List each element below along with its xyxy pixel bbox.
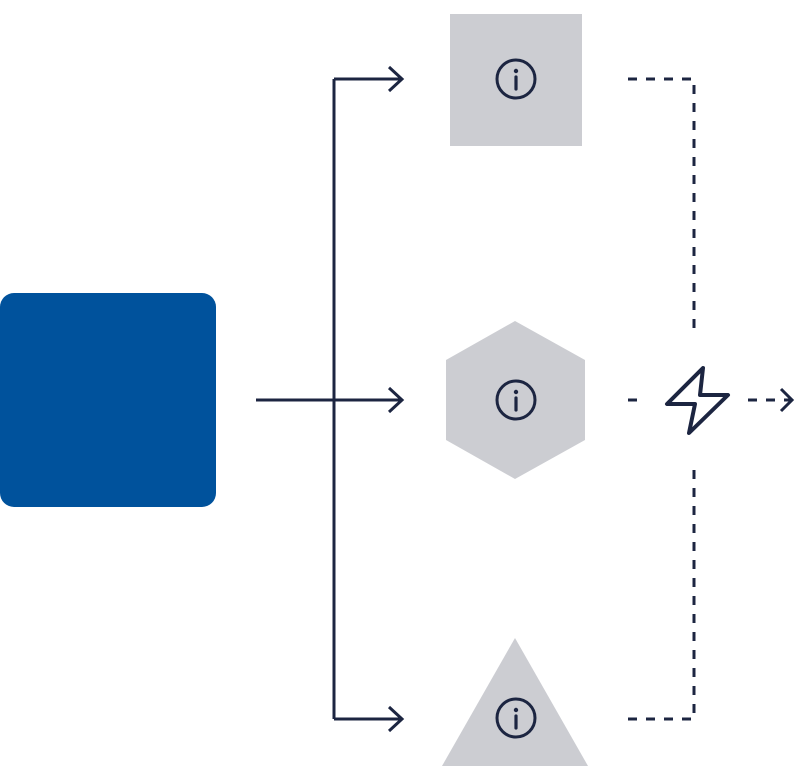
info-icon: [495, 697, 537, 739]
source-node: [0, 293, 216, 507]
fan-out-connector: [256, 65, 405, 733]
arrowhead-top: [387, 65, 405, 93]
arrowhead-middle: [387, 386, 405, 414]
merge-connector: [628, 77, 795, 721]
lightning-icon: [665, 366, 730, 435]
dashed-link-bottom: [628, 466, 696, 721]
target-node-triangle: [442, 638, 588, 766]
info-icon: [495, 58, 537, 100]
output-arrowhead: [779, 387, 795, 413]
info-icon: [495, 379, 537, 421]
dashed-link-top: [628, 77, 696, 332]
arrowhead-bottom: [387, 705, 405, 733]
